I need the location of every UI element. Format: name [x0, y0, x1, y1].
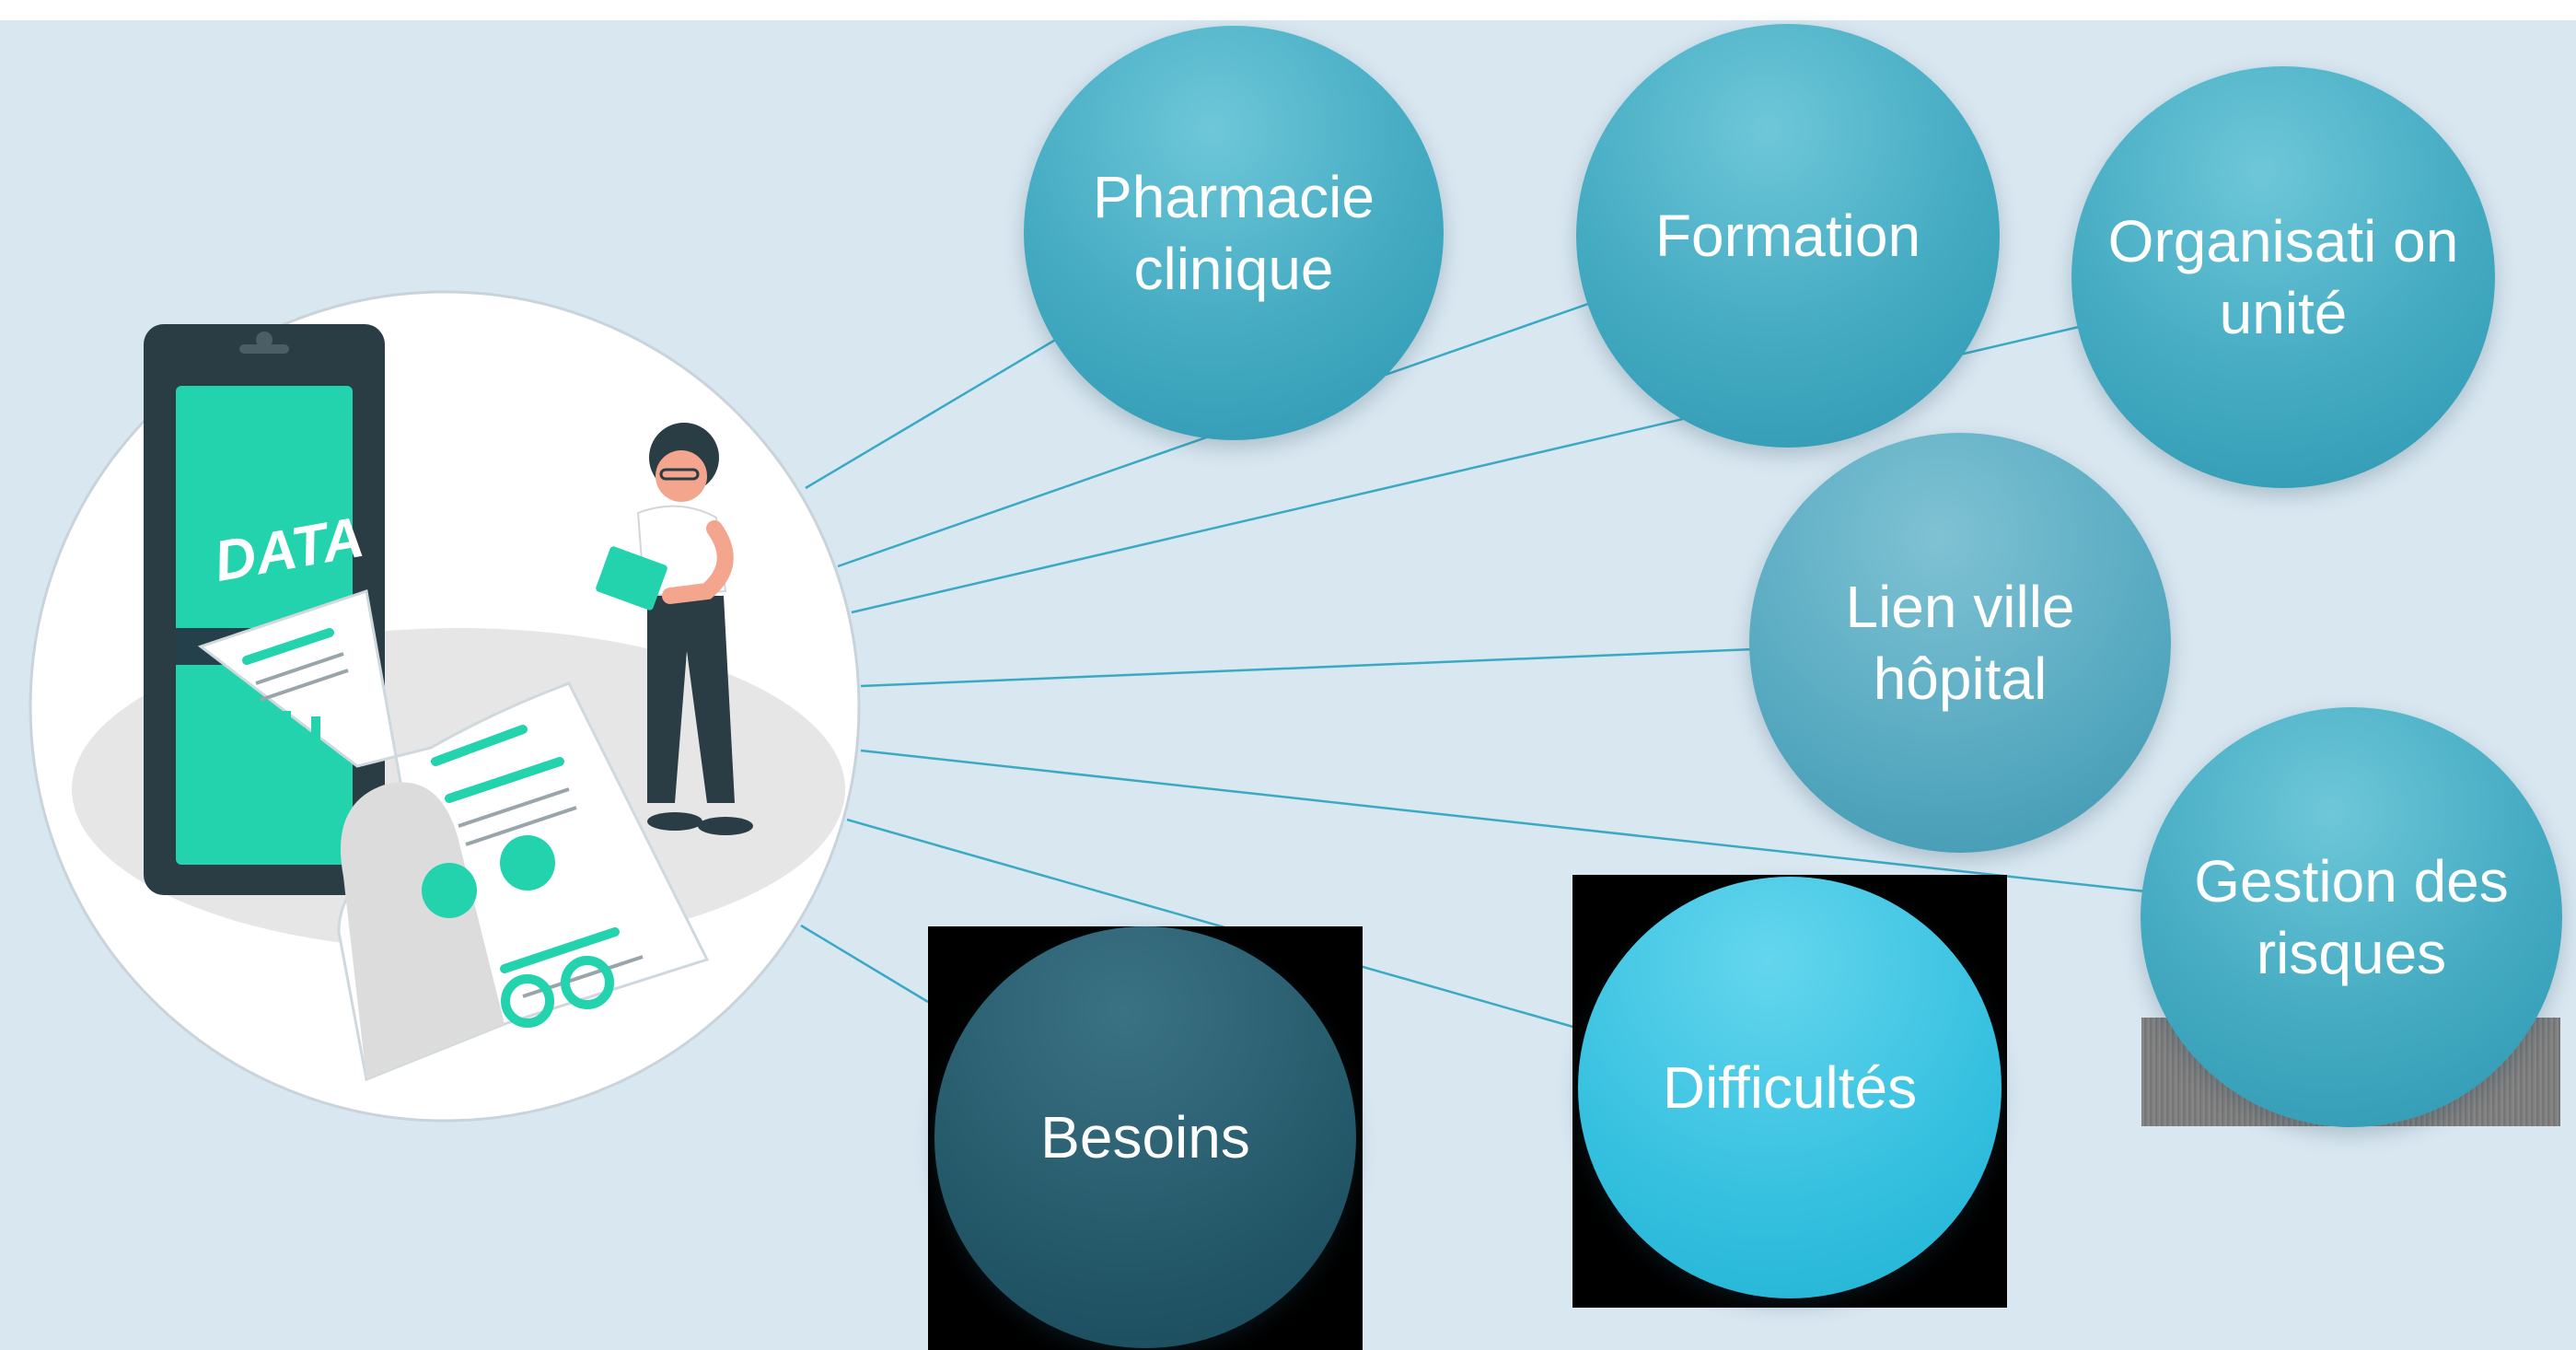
node-difficultes: Difficultés	[1578, 877, 2002, 1298]
woman-with-clipboard-icon	[596, 423, 753, 835]
node-lien-ville-hopital-label: Lien ville hôpital	[1845, 574, 2075, 712]
pie-chart-icon	[422, 835, 614, 1028]
node-besoins: Besoins	[934, 926, 1356, 1348]
node-gestion-des-risques-label: Gestion des risques	[2194, 848, 2509, 986]
data-illustration: DATA	[26, 287, 864, 1125]
node-organisation-unite: Organisati on unité	[2071, 66, 2495, 488]
node-formation: Formation	[1576, 24, 2000, 448]
node-lien-ville-hopital: Lien ville hôpital	[1749, 433, 2171, 853]
node-formation-label: Formation	[1654, 203, 1921, 269]
node-pharmacie-clinique-label: Pharmacie clinique	[1093, 164, 1375, 302]
node-besoins-label: Besoins	[1040, 1104, 1250, 1170]
bar-chart-icon	[267, 711, 320, 762]
node-difficultes-label: Difficultés	[1662, 1054, 1918, 1121]
node-organisation-unite-label: Organisati on unité	[2107, 208, 2459, 346]
node-pharmacie-clinique: Pharmacie clinique	[1024, 26, 1444, 440]
node-gestion-des-risques: Gestion des risques	[2141, 707, 2562, 1127]
